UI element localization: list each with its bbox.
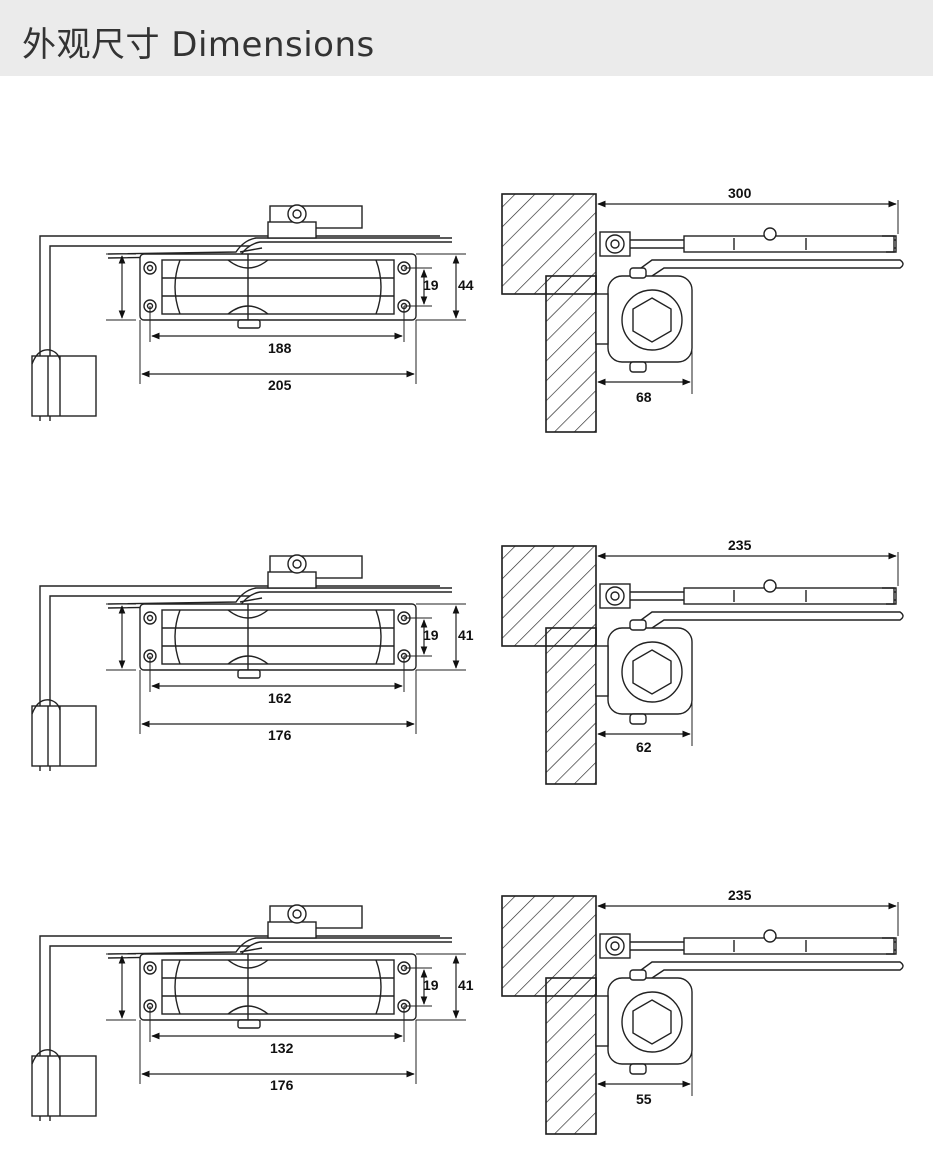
model-3-top-view: 235 55	[502, 887, 903, 1134]
model-1-side-view: 19 44 188 205	[32, 205, 474, 421]
model-3-side-view: 19 41 132 176	[32, 905, 474, 1121]
model-1-inner-height-label: 19	[423, 277, 439, 293]
model-1-arm-length-label: 300	[728, 185, 752, 201]
model-2-inner-height-label: 19	[423, 627, 439, 643]
model-3-inner-width-label: 132	[270, 1040, 294, 1056]
model-1-outer-height-label: 44	[458, 277, 474, 293]
model-2-side-view: 19 41 162 176	[32, 555, 474, 771]
model-2-top-view: 235 62	[502, 537, 903, 784]
model-2-arm-length-label: 235	[728, 537, 752, 553]
page-title: 外观尺寸 Dimensions	[22, 25, 375, 65]
model-3-outer-width-label: 176	[270, 1077, 294, 1093]
section-header: 外观尺寸 Dimensions	[0, 0, 933, 76]
model-2-outer-width-label: 176	[268, 727, 292, 743]
model-2-inner-width-label: 162	[268, 690, 292, 706]
model-1-outer-width-label: 205	[268, 377, 292, 393]
model-1-inner-width-label: 188	[268, 340, 292, 356]
model-2-outer-height-label: 41	[458, 627, 474, 643]
model-2-depth-label: 62	[636, 739, 652, 755]
model-3-arm-length-label: 235	[728, 887, 752, 903]
model-3-inner-height-label: 19	[423, 977, 439, 993]
model-3-outer-height-label: 41	[458, 977, 474, 993]
model-1-depth-label: 68	[636, 389, 652, 405]
model-3-depth-label: 55	[636, 1091, 652, 1107]
model-1-top-view: 300 68	[502, 185, 903, 432]
